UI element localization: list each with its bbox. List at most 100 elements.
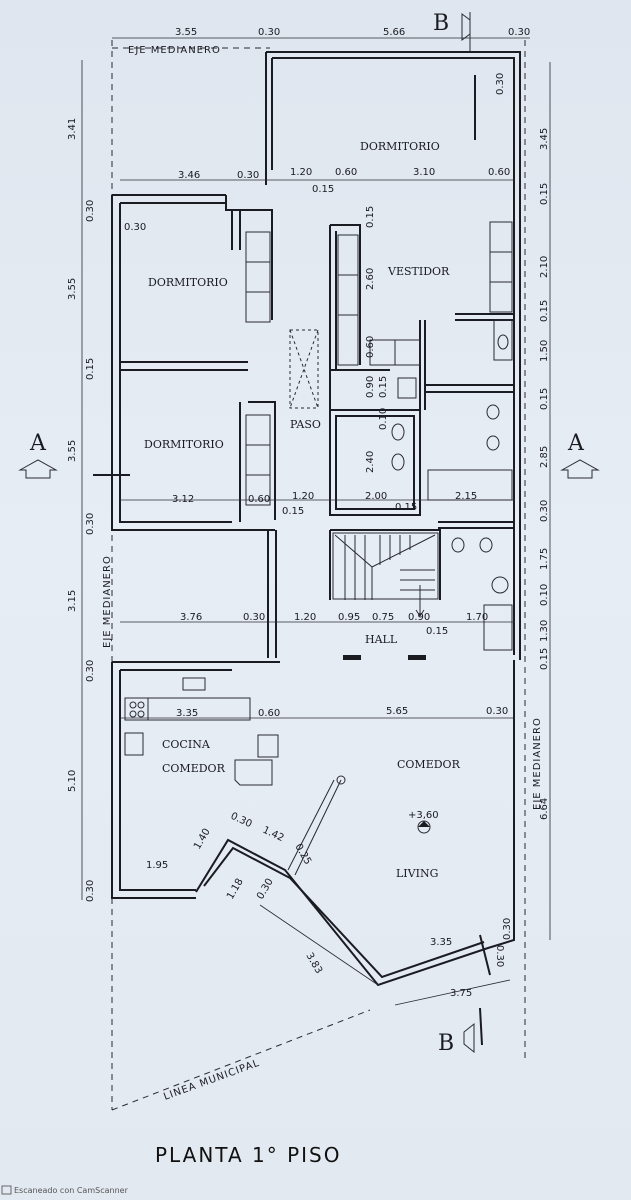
dim-r1-g: 0.15	[312, 184, 334, 195]
dim-r4-b: 0.60	[258, 708, 280, 719]
room-living: LIVING	[396, 867, 438, 880]
dim-left-g: 3.15	[67, 590, 78, 612]
dim-l-a: 3.83	[303, 951, 324, 976]
dim-r3-h: 0.15	[426, 626, 448, 637]
linea-municipal-label: LINEA MUNICIPAL	[162, 1058, 261, 1103]
exterior-walls	[111, 51, 521, 987]
section-b-bottom-marker: B	[438, 1022, 475, 1056]
dim-left-e: 3.55	[67, 440, 78, 462]
dim-r2-a: 3.12	[172, 494, 194, 505]
fixtures	[93, 75, 513, 1046]
room-dormitorio-low: DORMITORIO	[144, 438, 224, 451]
dim-k-a: 1.95	[146, 860, 168, 871]
dim-top-a: 3.55	[175, 27, 197, 38]
dim-v-b: 2.60	[365, 268, 376, 290]
dim-r4-d: 0.30	[486, 706, 508, 717]
dim-k-f: 1.18	[225, 877, 246, 902]
dim-v-d: 0.90	[365, 376, 376, 398]
dim-k-d: 1.42	[261, 825, 286, 844]
dim-right-f: 1.50	[539, 340, 550, 362]
room-comedor: COMEDOR	[397, 758, 461, 771]
dim-right-h: 2.85	[539, 446, 550, 468]
dim-right-o: 0.30	[502, 918, 513, 940]
dim-left-f: 0.30	[85, 513, 96, 535]
section-a-right: A	[567, 431, 585, 456]
camscanner-icon	[1, 1185, 12, 1195]
dims-left: 3.41 0.30 3.55 0.15 3.55 0.30 3.15 0.30 …	[67, 118, 96, 902]
dim-left-d: 0.15	[85, 358, 96, 380]
dimension-lines	[81, 37, 551, 1006]
dim-r3-g: 1.70	[466, 612, 488, 623]
dim-right-n: 6.64	[539, 798, 550, 820]
dim-b-a: 0.10	[378, 408, 389, 430]
dim-r1-f: 0.60	[488, 167, 510, 178]
dim-right-k: 0.10	[539, 584, 550, 606]
dim-r4-a: 3.35	[176, 708, 198, 719]
dim-r2-c: 1.20	[292, 491, 314, 502]
dim-top-c: 5.66	[383, 27, 405, 38]
dim-k-g: 0.30	[255, 877, 276, 902]
dim-left-b: 0.30	[85, 200, 96, 222]
dim-right-l: 1.30	[539, 620, 550, 642]
room-dormitorio-mid: DORMITORIO	[148, 276, 228, 289]
dim-r1-c: 1.20	[290, 167, 312, 178]
footer-text: Escaneado con CamScanner	[14, 1186, 129, 1195]
eje-medianero-left-label: EJE MEDIANERO	[102, 555, 113, 648]
dim-r3-b: 0.30	[243, 612, 265, 623]
eje-medianero-right-label: EJE MEDIANERO	[532, 717, 543, 810]
staircase	[332, 532, 439, 617]
dim-v-e: 0.15	[378, 376, 389, 398]
dim-k-b: 1.40	[192, 827, 213, 852]
dim-r3-c: 1.20	[294, 612, 316, 623]
dim-b-b: 2.40	[365, 451, 376, 473]
dim-r1-d: 0.60	[335, 167, 357, 178]
dim-r1-h: 0.30	[124, 222, 146, 233]
dim-r2-f: 0.15	[282, 506, 304, 517]
dim-right-j: 1.75	[539, 548, 550, 570]
dim-k-c: 0.30	[229, 811, 254, 830]
dim-r2-g: 0.15	[395, 502, 417, 513]
dim-l-c: 3.75	[450, 988, 472, 999]
dim-left-j: 0.30	[85, 880, 96, 902]
dim-r4-c: 5.65	[386, 706, 408, 717]
dim-right-i: 0.30	[539, 500, 550, 522]
section-a-right-marker: A	[560, 431, 600, 479]
dim-top-b: 0.30	[258, 27, 280, 38]
dim-r3-d: 0.95	[338, 612, 360, 623]
room-hall: HALL	[365, 633, 398, 646]
section-b-bottom: B	[438, 1031, 454, 1056]
dim-r1-e: 3.10	[413, 167, 435, 178]
dim-right-b: 3.45	[539, 128, 550, 150]
dim-r1-a: 3.46	[178, 170, 200, 181]
dims-top: 3.55 0.30 5.66 0.30	[175, 27, 530, 38]
level-label: +3,60	[408, 810, 439, 821]
dims-right: 0.30 3.45 0.15 2.10 0.15 1.50 0.15 2.85 …	[495, 73, 550, 940]
room-vestidor: VESTIDOR	[387, 265, 450, 278]
dim-top-d: 0.30	[508, 27, 530, 38]
dim-v-c: 0.60	[365, 336, 376, 358]
dim-v-a: 0.15	[365, 206, 376, 228]
room-paso: PASO	[290, 418, 321, 431]
interior-walls	[231, 209, 514, 600]
plan-title: PLANTA 1° PISO	[155, 1143, 342, 1167]
dim-r2-b: 0.60	[248, 494, 270, 505]
eje-medianero-top-label: EJE MEDIANERO	[128, 45, 221, 56]
dim-r3-a: 3.76	[180, 612, 202, 623]
room-dormitorio-top: DORMITORIO	[360, 140, 440, 153]
dim-left-c: 3.55	[67, 278, 78, 300]
dims-inner: 3.46 0.30 1.20 0.60 3.10 0.60 0.15 0.30 …	[124, 167, 510, 999]
dim-r1-b: 0.30	[237, 170, 259, 181]
dim-left-h: 0.30	[85, 660, 96, 682]
dim-right-g: 0.15	[539, 388, 550, 410]
dim-right-m: 0.15	[539, 648, 550, 670]
section-b-top-marker: B	[433, 11, 471, 52]
dim-left-i: 5.10	[67, 770, 78, 792]
dim-r2-e: 2.15	[455, 491, 477, 502]
dim-r3-f: 0.90	[408, 612, 430, 623]
dim-left-a: 3.41	[67, 118, 78, 140]
dim-right-d: 2.10	[539, 256, 550, 278]
room-cocina: COCINA	[162, 738, 211, 751]
section-a-left-marker: A	[18, 431, 58, 479]
dim-right-c: 0.15	[539, 183, 550, 205]
